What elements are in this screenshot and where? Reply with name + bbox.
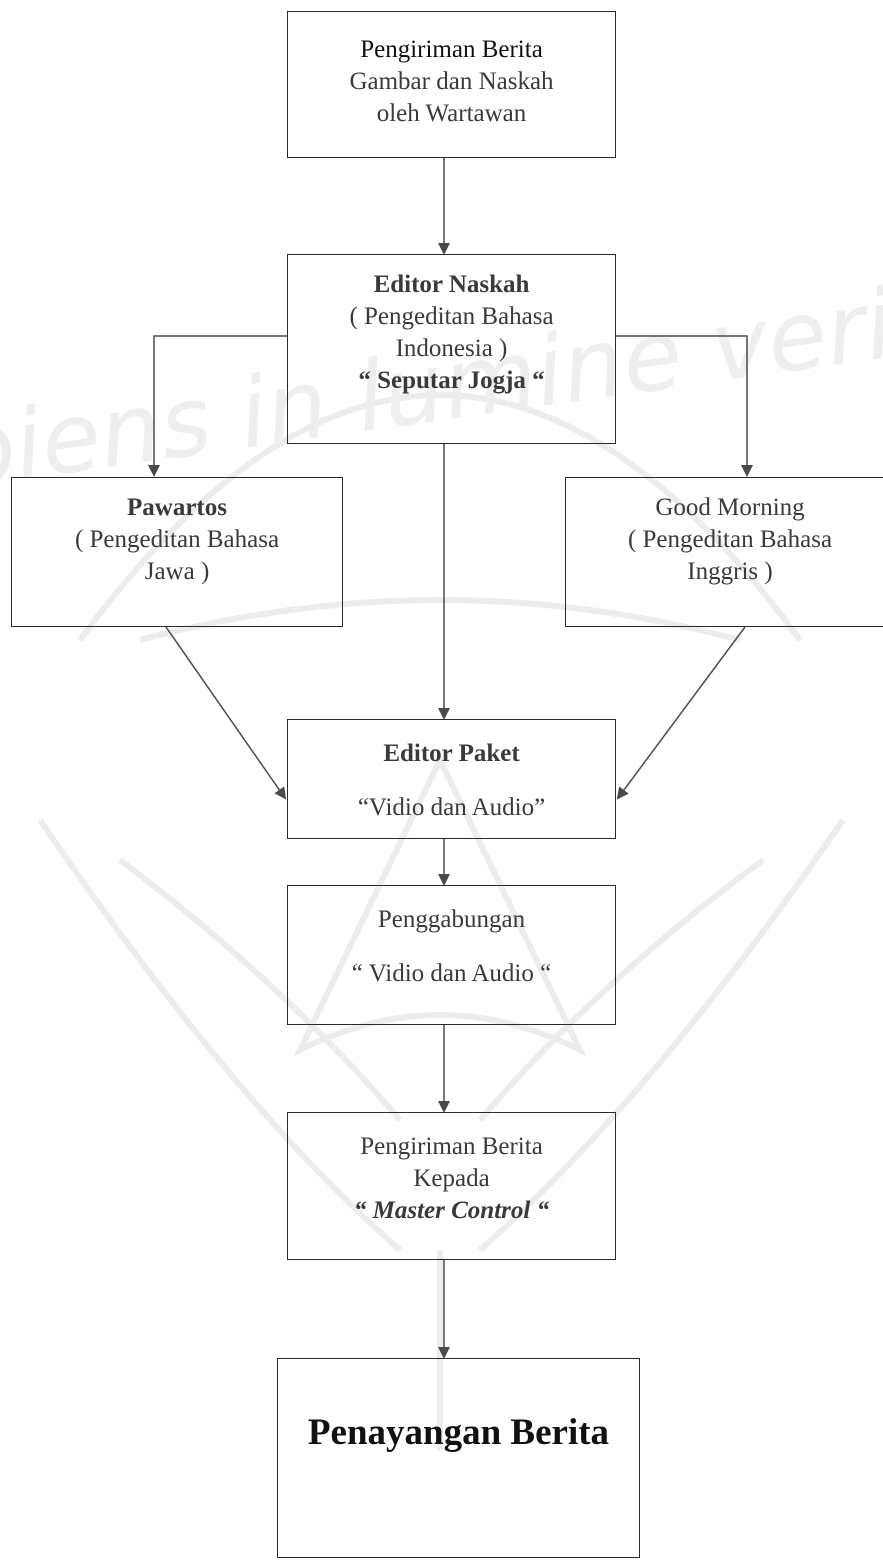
node-broadcast: Penayangan Berita	[277, 1358, 640, 1558]
node-label: oleh Wartawan	[376, 100, 527, 127]
node-title: Pawartos	[127, 494, 227, 521]
node-label: Inggris )	[687, 558, 773, 585]
node-label: Gambar dan Naskah	[349, 68, 554, 95]
node-package-editor: Editor Paket “Vidio dan Audio”	[287, 719, 616, 839]
arrow-good-morning-to-package	[616, 626, 746, 800]
node-pawartos: Pawartos ( Pengeditan Bahasa Jawa )	[11, 477, 343, 627]
node-send-to-master: Pengiriman Berita Kepada “ Master Contro…	[287, 1112, 616, 1260]
node-title: Good Morning	[655, 494, 805, 521]
node-label: “Vidio dan Audio”	[357, 794, 546, 821]
node-label: ( Pengeditan Bahasa	[627, 526, 833, 553]
node-label: Kepada	[413, 1165, 490, 1192]
node-label: Pengiriman Berita	[360, 1133, 543, 1160]
node-title: Editor Paket	[383, 740, 520, 767]
node-label: Pengiriman Berita	[360, 36, 543, 63]
node-good-morning: Good Morning ( Pengeditan Bahasa Inggris…	[565, 477, 883, 627]
node-script-editor: Editor Naskah ( Pengeditan Bahasa Indone…	[287, 254, 616, 444]
node-title: Editor Naskah	[373, 271, 530, 298]
node-label: “ Master Control “	[353, 1197, 550, 1224]
node-label: “ Seputar Jogja “	[358, 367, 545, 394]
node-label: Indonesia )	[395, 335, 508, 362]
node-title: Penggabungan	[377, 906, 526, 933]
arrow-pawartos-to-package	[165, 626, 287, 800]
arrow-editor-to-good-morning	[616, 335, 753, 477]
arrow-editor-to-pawartos	[148, 335, 287, 477]
node-title: Penayangan Berita	[307, 1412, 610, 1453]
node-label: Jawa )	[144, 558, 210, 585]
node-news-sending: Pengiriman Berita Gambar dan Naskah oleh…	[287, 11, 616, 158]
node-merging: Penggabungan “ Vidio dan Audio “	[287, 885, 616, 1025]
node-label: ( Pengeditan Bahasa	[74, 526, 280, 553]
node-label: ( Pengeditan Bahasa	[349, 303, 554, 330]
node-label: “ Vidio dan Audio “	[351, 960, 552, 987]
